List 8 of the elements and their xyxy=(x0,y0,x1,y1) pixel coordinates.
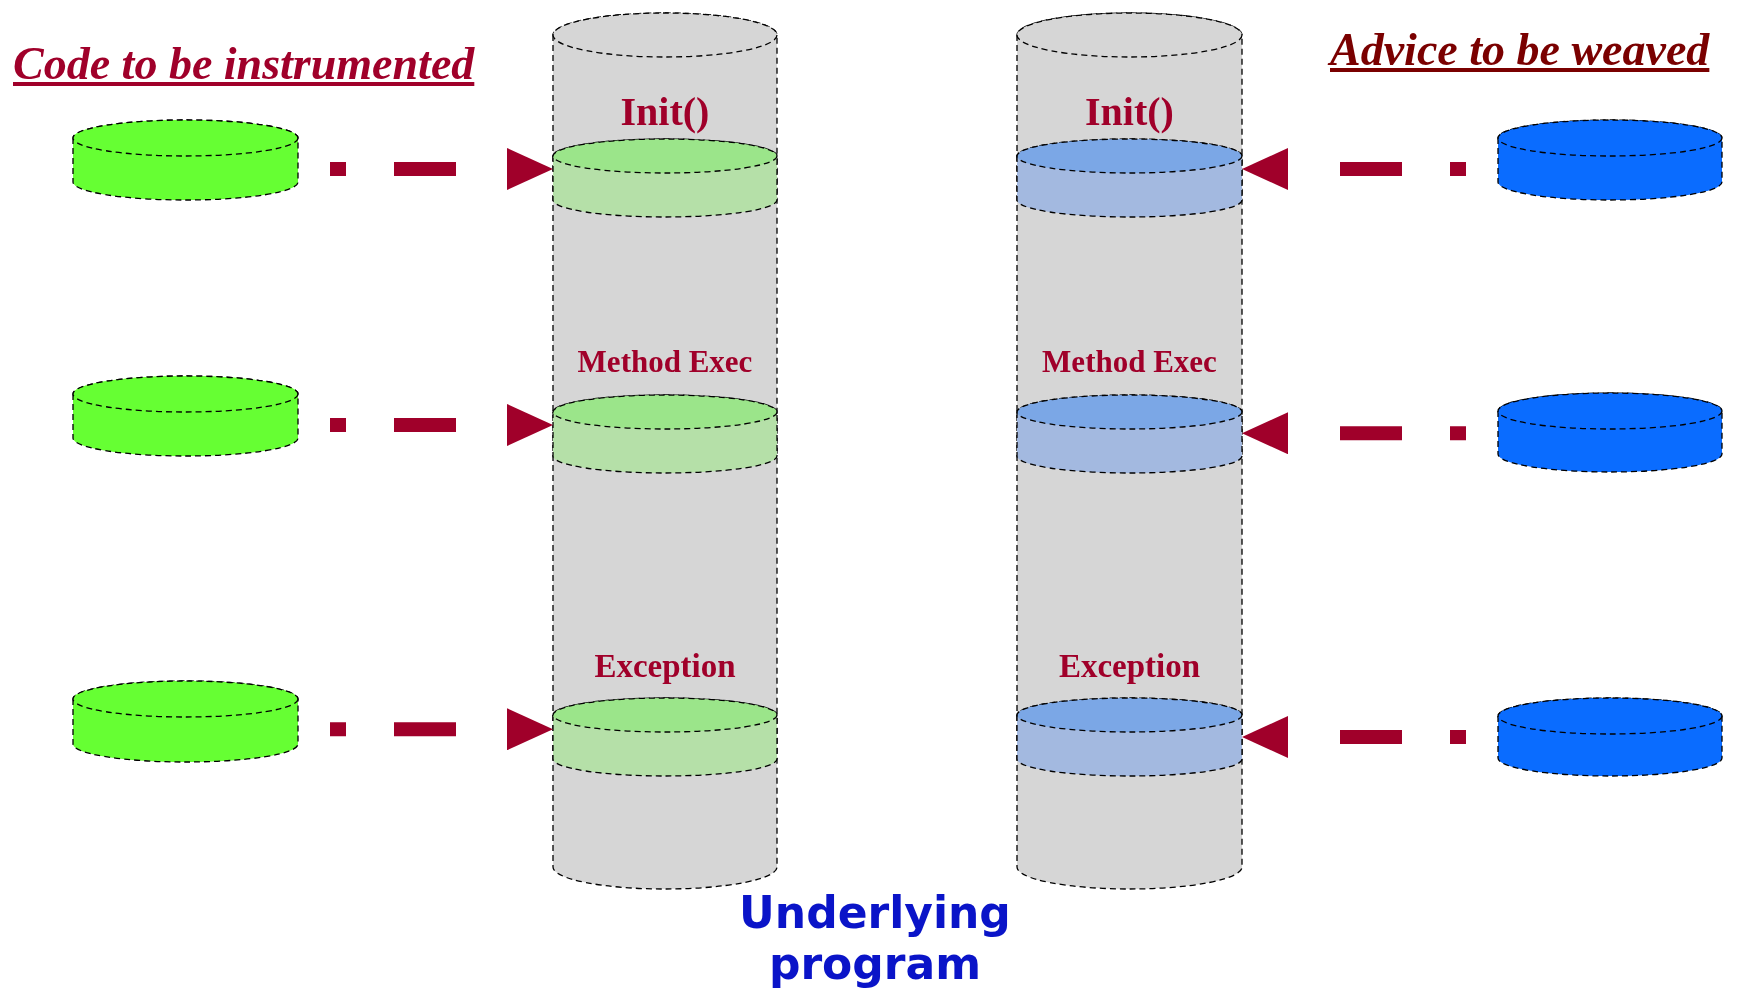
part-label: Exception xyxy=(593,648,737,685)
part-label: Method Exec xyxy=(1041,344,1218,380)
part-label: Init() xyxy=(619,88,711,135)
part-label: Method Exec xyxy=(576,344,754,380)
part-label: Exception xyxy=(1057,648,1202,685)
part-label: Init() xyxy=(1084,88,1175,135)
caption: Underlying program xyxy=(738,888,1012,990)
heading: Code to be instrumented xyxy=(13,38,475,91)
